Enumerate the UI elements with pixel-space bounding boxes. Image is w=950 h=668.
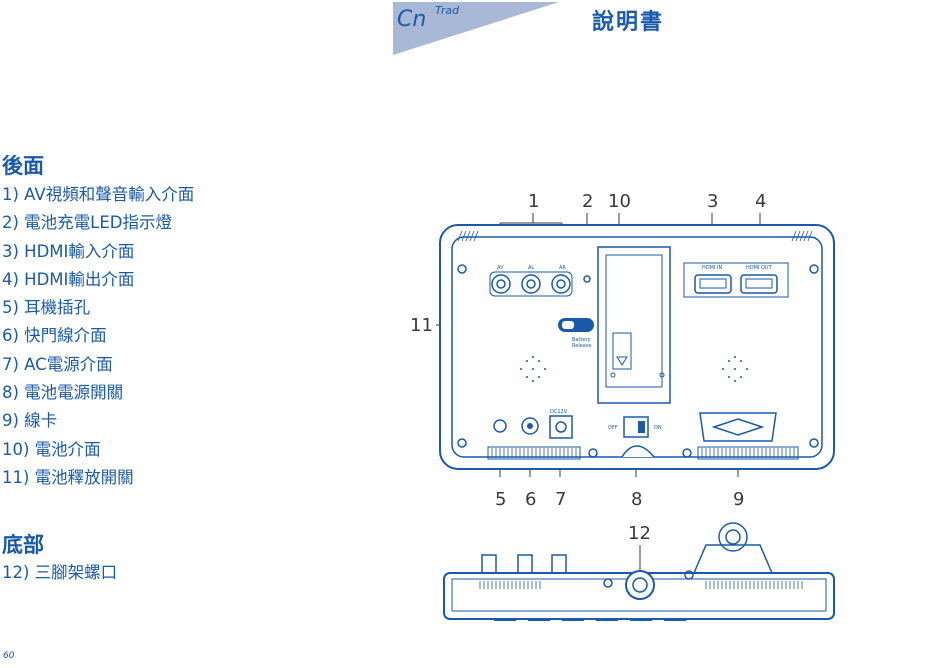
list-item: 1) AV視頻和聲音輸入介面 [2,181,194,209]
callout-7: 7 [555,489,566,510]
callout-1: 1 [528,191,539,212]
list-item: 10) 電池介面 [2,436,194,464]
back-parts-list: 1) AV視頻和聲音輸入介面 2) 電池充電LED指示燈 3) HDMI輸入介面… [2,181,194,492]
list-item: 5) 耳機插孔 [2,294,194,322]
port-label-hdmi-out: HDMI OUT [746,265,773,271]
port-label-al: AL [528,265,534,271]
port-label-hdmi-in: HDMI IN [702,265,722,271]
list-item: 9) 線卡 [2,407,194,435]
document-title: 說明書 [592,4,664,36]
language-code: Cn [397,7,426,32]
callout-8: 8 [631,489,642,510]
callout-4: 4 [755,191,766,212]
label-release: Release [572,343,592,349]
callout-2: 2 [582,191,593,212]
callout-9: 9 [733,489,744,510]
language-badge: Cn Trad [391,0,561,56]
list-item: 3) HDMI輸入介面 [2,238,194,266]
list-item: 7) AC電源介面 [2,351,194,379]
callout-5: 5 [495,489,506,510]
monitor-diagram: 1 2 10 3 4 11 [410,185,840,635]
bottom-parts-list: 12) 三腳架螺口 [2,559,117,587]
list-item: 11) 電池釋放開關 [2,464,194,492]
section-heading-back: 後面 [2,150,44,180]
list-item: 2) 電池充電LED指示燈 [2,209,194,237]
language-variant: Trad [435,4,459,17]
section-heading-bottom: 底部 [2,529,44,559]
list-item: 6) 快門線介面 [2,322,194,350]
list-item: 4) HDMI輸出介面 [2,266,194,294]
battery-plate [598,247,670,403]
page-number: 60 [3,651,14,661]
list-item: 12) 三腳架螺口 [2,559,117,587]
callout-6: 6 [525,489,536,510]
callout-12: 12 [628,523,651,544]
switch-label-off: OFF [608,425,618,431]
callout-3: 3 [707,191,718,212]
port-label-av: AV [497,265,504,271]
callout-10: 10 [608,191,631,212]
port-label-ar: AR [559,265,566,271]
switch-label-on: ON [654,425,662,431]
list-item: 8) 電池電源開關 [2,379,194,407]
port-label-dc: DC12V [550,409,568,415]
callout-11: 11 [410,315,433,336]
